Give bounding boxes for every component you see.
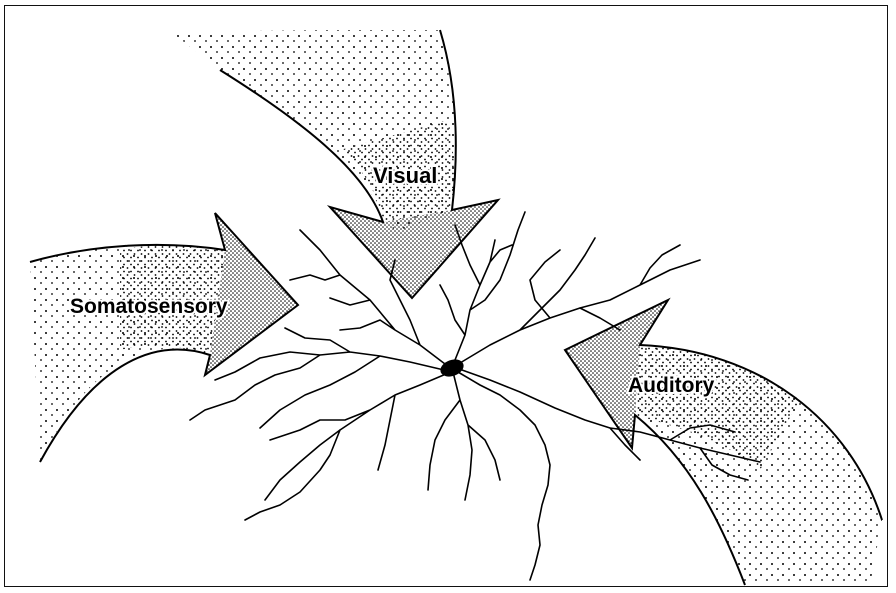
auditory-arrow (565, 300, 882, 585)
dendrite-lower (428, 376, 500, 500)
auditory-label: Auditory (628, 374, 715, 397)
dendrite-lower-left (245, 374, 446, 520)
somatosensory-arrow-head (205, 213, 298, 375)
visual-label: Visual (373, 163, 437, 188)
somatosensory-label: Somatosensory (70, 295, 228, 318)
somatosensory-arrow (30, 213, 298, 462)
axon (458, 372, 550, 580)
